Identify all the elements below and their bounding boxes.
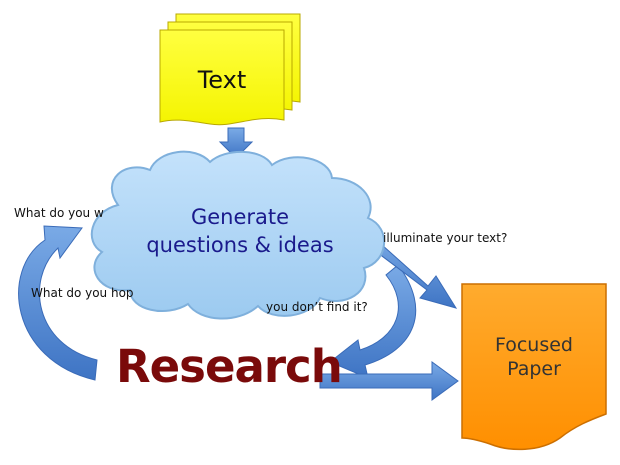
- question-2-text: illuminate your text?: [383, 231, 508, 245]
- left-curved-arrow: [18, 225, 98, 381]
- right-curved-arrow: [329, 264, 417, 379]
- text-label: Text: [197, 66, 247, 94]
- text-document-stack: [159, 13, 301, 126]
- research-to-paper-arrow: [319, 361, 459, 401]
- paper-label-line2: Paper: [507, 358, 561, 380]
- question-3-text: What do you hop: [31, 286, 134, 300]
- paper-label-line1: Focused: [494, 334, 573, 356]
- cloud-label-line2: questions & ideas: [146, 233, 334, 257]
- cloud-label-line1: Generate: [190, 205, 290, 229]
- focused-paper-shape: [461, 283, 607, 451]
- question-4-text: you don’t find it?: [266, 300, 368, 314]
- research-label: Research: [116, 340, 343, 393]
- text-to-cloud-arrow: [218, 127, 254, 159]
- idea-cloud: [90, 150, 385, 320]
- question-1-text: What do you w: [14, 206, 104, 220]
